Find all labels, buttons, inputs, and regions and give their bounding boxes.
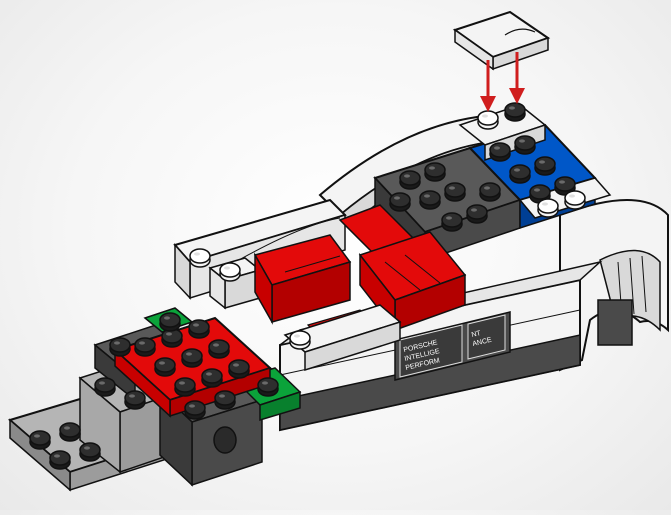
stud-green <box>258 378 278 396</box>
stud-light-grey <box>125 391 145 409</box>
stud-dark-grey <box>185 401 205 419</box>
stud-dark-grey <box>400 171 420 189</box>
stud-white <box>220 263 240 281</box>
stud-dark-grey <box>480 183 500 201</box>
stud-blue <box>515 136 535 154</box>
stud-red <box>135 338 155 356</box>
stud-red <box>209 340 229 358</box>
stud-red <box>155 358 175 376</box>
stud-red <box>162 329 182 347</box>
stud-dark-grey <box>215 391 235 409</box>
stud-light-grey <box>80 443 100 461</box>
stud-white <box>538 199 558 217</box>
stud-dark-grey <box>467 205 487 223</box>
stud-green <box>160 313 180 331</box>
stud-blue <box>535 157 555 175</box>
stud-dark-grey <box>425 163 445 181</box>
stud-red <box>202 369 222 387</box>
stud-white <box>190 249 210 267</box>
stud-dark-grey <box>110 338 130 356</box>
stud-light-grey <box>95 378 115 396</box>
stud-red <box>229 360 249 378</box>
stud-dark-grey <box>442 213 462 231</box>
stud-red <box>182 349 202 367</box>
stud-white <box>290 331 310 349</box>
stud-light-grey <box>30 431 50 449</box>
stud-white <box>565 191 585 209</box>
stud-dark-grey <box>420 191 440 209</box>
stud-light-grey <box>60 423 80 441</box>
stud-dark-grey <box>390 193 410 211</box>
stud-white <box>478 111 498 129</box>
stud-receiving <box>505 103 525 121</box>
stud-dark-grey <box>445 183 465 201</box>
stud-light-grey <box>50 451 70 469</box>
stud-blue <box>490 143 510 161</box>
new-part-white-slope <box>455 12 548 69</box>
stud-blue <box>510 165 530 183</box>
stud-red <box>189 320 209 338</box>
stud-red <box>175 378 195 396</box>
